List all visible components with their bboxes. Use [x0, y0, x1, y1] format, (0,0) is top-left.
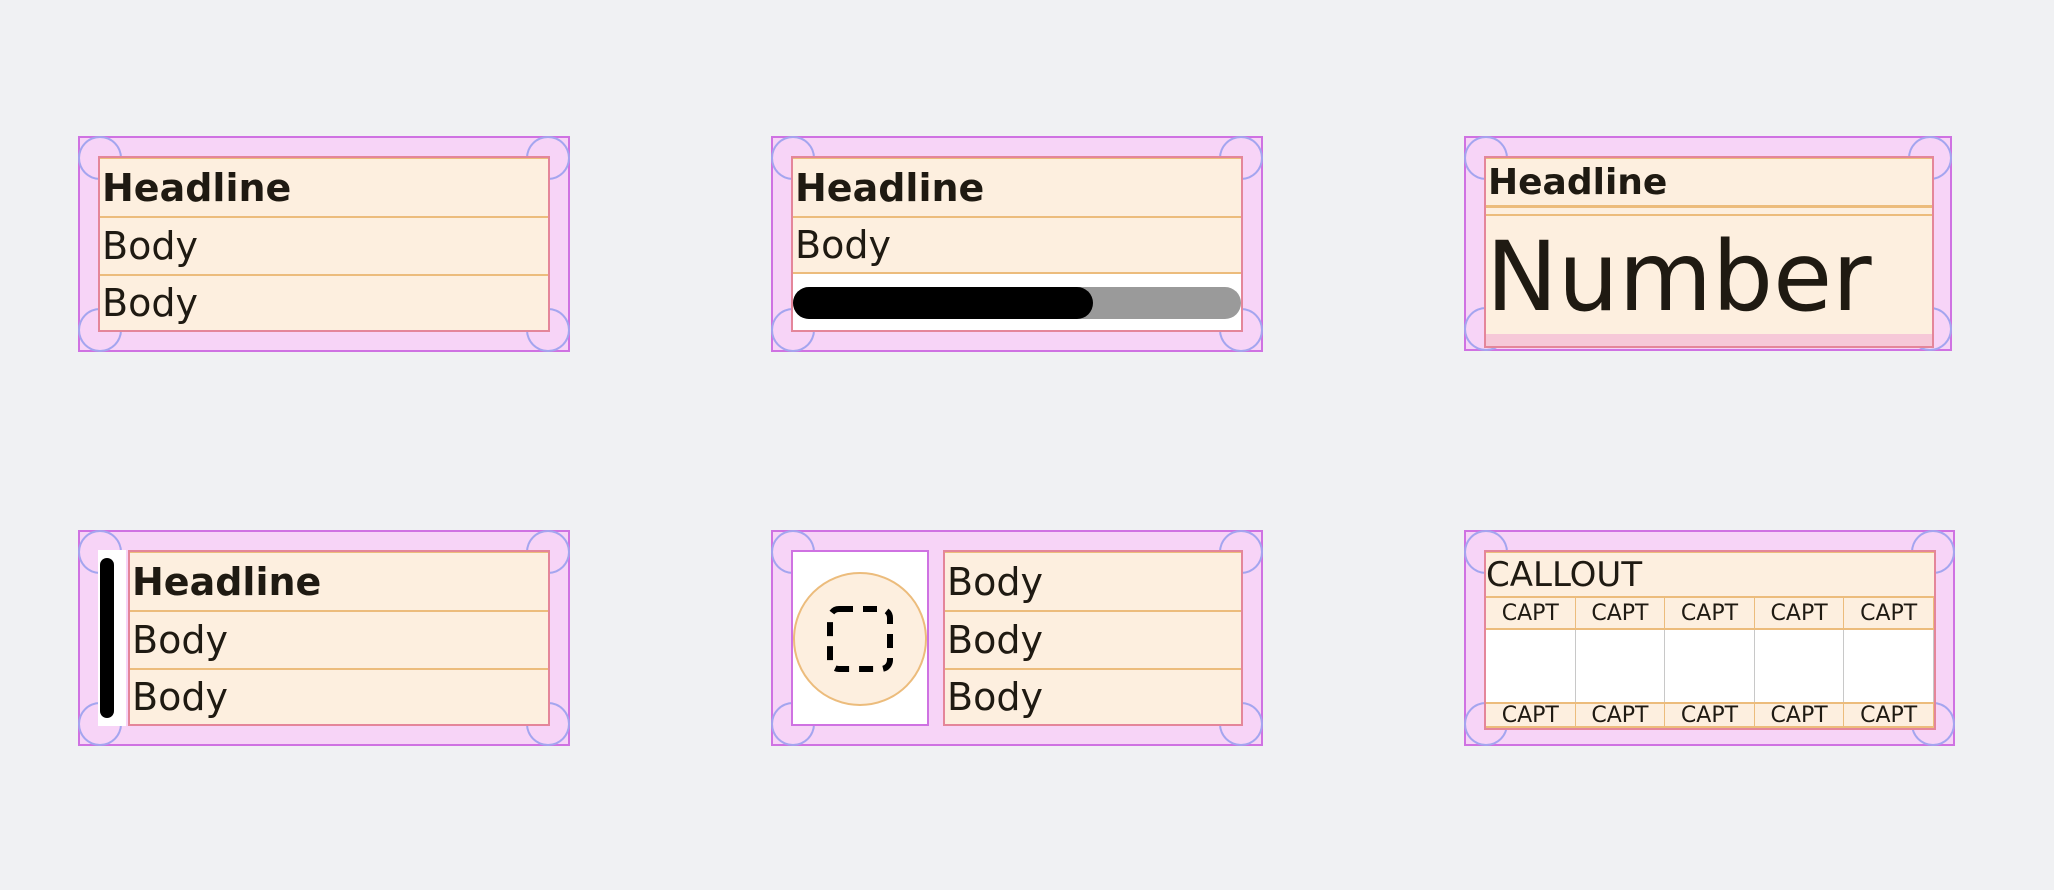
grid-cell: [1754, 630, 1845, 702]
body-text: Body: [945, 668, 1241, 724]
body-text: Body: [100, 274, 548, 330]
caption-label: CAPT: [1754, 596, 1845, 630]
progress-fill: [793, 287, 1094, 319]
caption-label: CAPT: [1754, 702, 1845, 728]
text-stack: Headline Body: [791, 156, 1243, 332]
accent-bar: [100, 558, 114, 718]
grid-cell: [1844, 630, 1934, 702]
caption-label: CAPT: [1486, 702, 1576, 728]
body-text: Body: [100, 216, 548, 274]
body-text: Body: [130, 668, 548, 724]
caption-label: CAPT: [1486, 596, 1576, 630]
text-stack: Body Body Body: [943, 550, 1243, 726]
callout-text: CALLOUT: [1486, 552, 1934, 596]
text-stack: Headline Number: [1484, 156, 1934, 348]
body-text: Body: [130, 610, 548, 668]
headline-text: Headline: [100, 158, 548, 216]
widget-card-headline-body-progress: Headline Body: [771, 136, 1263, 352]
text-stack: Headline Body Body: [98, 156, 550, 332]
widget-card-icon-body: Body Body Body: [771, 530, 1263, 746]
caption-grid: [1486, 630, 1934, 702]
body-text: Body: [945, 552, 1241, 610]
widget-card-headline-body-body: Headline Body Body: [78, 136, 570, 352]
caption-label: CAPT: [1844, 596, 1934, 630]
widget-card-accent-bar: Headline Body Body: [78, 530, 570, 746]
headline-text: Headline: [793, 158, 1241, 216]
caption-label: CAPT: [1575, 596, 1666, 630]
caption-label: CAPT: [1665, 702, 1755, 728]
progress-track: [793, 287, 1241, 319]
grid-cell: [1486, 630, 1576, 702]
headline-text: Headline: [130, 552, 548, 610]
grid-cell: [1575, 630, 1666, 702]
dashed-square-icon: [827, 606, 893, 672]
body-text: Body: [945, 610, 1241, 668]
caption-label: CAPT: [1844, 702, 1934, 728]
headline-text: Headline: [1486, 158, 1932, 208]
number-text: Number: [1486, 214, 1932, 338]
grid-cell: [1665, 630, 1755, 702]
caption-label: CAPT: [1575, 702, 1666, 728]
body-text: Body: [793, 216, 1241, 274]
text-stack: Headline Body Body: [128, 550, 550, 726]
icon-circle: [793, 572, 927, 706]
icon-container: [791, 550, 929, 726]
caption-label: CAPT: [1665, 596, 1755, 630]
bottom-guide: [1486, 334, 1932, 346]
widget-card-headline-number: Headline Number: [1464, 136, 1952, 351]
